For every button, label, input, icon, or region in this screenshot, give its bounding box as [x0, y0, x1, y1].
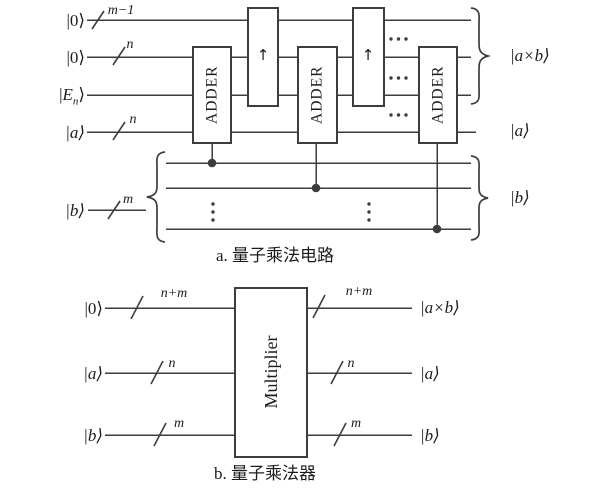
ket-zero-multiplier: |0⟩ [84, 299, 103, 318]
caption-part-a: a. 量子乘法电路 [215, 246, 335, 265]
ket-a-output: |a⟩ [510, 121, 530, 140]
brace-left-b-register [146, 151, 166, 243]
bus-width-m-in: m [173, 416, 185, 431]
control-lines [211, 143, 438, 229]
bus-width-nm-out: n+m [345, 284, 373, 299]
ellipsis-vertical-left [211, 202, 215, 222]
bus-width-n-2: n [129, 112, 137, 127]
ellipsis-horizontal-2 [389, 76, 408, 80]
ket-a-multiplier-out: |a⟩ [420, 364, 440, 383]
bus-width-n-1: n [126, 37, 134, 52]
bus-width-m-out: m [350, 416, 362, 431]
adder-box-3 [418, 46, 458, 144]
bus-width-nm-in: n+m [160, 286, 188, 301]
brace-right-b-register [470, 155, 489, 241]
control-dot-2 [311, 183, 321, 193]
control-dot-1 [207, 158, 217, 168]
caption-part-b: b. 量子乘法器 [214, 464, 316, 483]
adder-label-2: ADDER [308, 65, 326, 124]
ket-zero-1: |0⟩ [66, 11, 85, 30]
adder-label-1: ADDER [203, 65, 221, 124]
adder-label-3: ADDER [429, 65, 447, 124]
ket-product-output: |a×b⟩ [510, 46, 550, 65]
ket-b-output: |b⟩ [510, 188, 530, 207]
ket-a-multiplier-in: |a⟩ [83, 364, 103, 383]
multiplier-box [234, 287, 308, 458]
ket-b-multiplier-out: |b⟩ [420, 426, 440, 445]
quantum-wires-bottom [105, 307, 412, 436]
ket-En: |En⟩ [59, 85, 85, 108]
adder-box-2 [297, 46, 338, 144]
ket-b-multiplier-in: |b⟩ [83, 426, 103, 445]
shift-box-1 [247, 7, 279, 107]
quantum-wires-top [87, 19, 476, 230]
ellipsis-vertical-right [367, 202, 371, 222]
bus-width-m-minus-1: m−1 [107, 3, 135, 18]
bus-width-n-out: n [347, 356, 355, 371]
ket-b-input: |b⟩ [65, 201, 85, 220]
shift-up-icon-2: ↑ [361, 46, 375, 64]
ket-zero-2: |0⟩ [66, 48, 85, 67]
ket-a-input: |a⟩ [65, 123, 85, 142]
shift-up-icon-1: ↑ [256, 46, 270, 64]
bus-width-m: m [122, 192, 134, 207]
ket-product-multiplier-out: |a×b⟩ [420, 298, 460, 317]
adder-box-1 [192, 46, 232, 144]
bus-width-n-in: n [168, 356, 176, 371]
brace-right-product [470, 7, 492, 105]
shift-box-2 [352, 7, 385, 107]
multiplier-label: Multiplier [261, 335, 281, 409]
ellipsis-horizontal-3 [389, 113, 408, 117]
ellipsis-horizontal-1 [389, 37, 408, 41]
control-dot-3 [432, 224, 442, 234]
